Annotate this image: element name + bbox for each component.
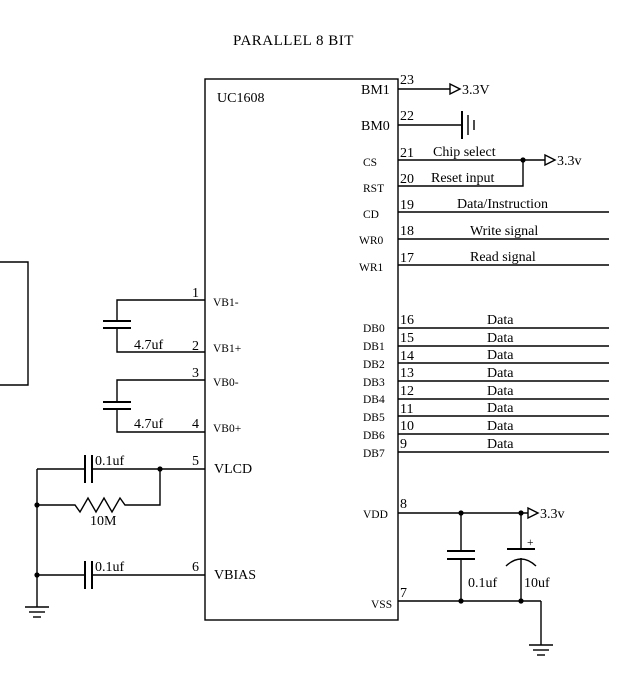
pin-number-11: 11 [400,402,413,417]
wire-rst [398,160,524,187]
pin-name-db5: DB5 [363,412,385,424]
pin-name-db4: DB4 [363,394,385,406]
pin-number-17: 17 [400,251,414,266]
pin-number-14: 14 [400,349,414,364]
signal-label-cd: Data/Instruction [457,197,548,212]
pin-number-8: 8 [400,497,407,512]
pin-name-db3: DB3 [363,377,385,389]
label-c-vdd: 0.1uf [468,576,498,591]
pin-number-23: 23 [400,73,414,88]
pin-name-vb1-plus: VB1+ [213,343,241,355]
pin-name-db7: DB7 [363,448,385,460]
label-c-elec-polarity: + [527,537,534,549]
pin-name-vb1-minus: VB1- [213,297,239,309]
signal-label-db0: Data [487,313,514,328]
pin-name-vlcd: VLCD [214,462,252,477]
pin-name-rst: RST [363,183,384,195]
pin-name-bm1: BM1 [361,83,390,98]
pin-name-vbias: VBIAS [214,568,256,583]
label-r-vlcd: 10M [90,514,117,529]
label-c-elec: 10uf [524,576,550,591]
capacitor-vb1 [103,299,205,353]
pin-number-18: 18 [400,224,414,239]
capacitor-vdd-0-1uf [447,513,475,601]
pin-number-3: 3 [192,366,199,381]
pin-name-vss: VSS [371,599,392,611]
label-c-vlcd: 0.1uf [95,454,125,469]
diagram-title: PARALLEL 8 BIT [233,33,354,49]
capacitor-vlcd [37,455,93,483]
capacitor-vbias [37,561,93,589]
signal-label-db2: Data [487,348,514,363]
ground-symbol-vss [529,601,553,656]
ground-symbol-bm0 [398,111,475,139]
supply-arrow-cs [544,153,557,167]
pin-name-wr1: WR1 [359,262,384,274]
supply-arrow-bm1 [449,82,462,96]
pin-name-db6: DB6 [363,430,385,442]
signal-label-db1: Data [487,331,514,346]
pin-number-13: 13 [400,366,414,381]
label-c-vb1: 4.7uf [134,338,164,353]
pin-number-21: 21 [400,146,414,161]
frame-line-left [0,261,29,386]
chip-name: UC1608 [217,91,264,106]
pin-number-12: 12 [400,384,414,399]
supply-label-vdd: 3.3v [540,507,565,522]
capacitor-vdd-10uf [505,513,537,601]
pin-number-10: 10 [400,419,414,434]
signal-label-db4: Data [487,384,514,399]
supply-label-cs: 3.3v [557,154,582,169]
pin-number-15: 15 [400,331,414,346]
pin-number-19: 19 [400,198,414,213]
signal-label-wr1: Read signal [470,250,536,265]
pin-name-wr0: WR0 [359,235,384,247]
pin-number-5: 5 [192,454,199,469]
label-c-vbias: 0.1uf [95,560,125,575]
pin-name-cs: CS [363,157,377,169]
pin-name-vb0-minus: VB0- [213,377,239,389]
signal-label-rst: Reset input [431,171,494,186]
pin-number-20: 20 [400,172,414,187]
pin-number-1: 1 [192,286,199,301]
pin-name-vdd: VDD [363,509,388,521]
label-c-vb0: 4.7uf [134,417,164,432]
supply-label-bm1: 3.3V [462,83,490,98]
pin-name-db1: DB1 [363,341,385,353]
pin-number-16: 16 [400,313,414,328]
signal-label-wr0: Write signal [470,224,538,239]
pin-number-2: 2 [192,339,199,354]
pin-number-9: 9 [400,437,407,452]
signal-label-db5: Data [487,401,514,416]
pin-number-22: 22 [400,109,414,124]
signal-label-db6: Data [487,419,514,434]
signal-label-db3: Data [487,366,514,381]
ground-symbol-left [25,469,49,618]
pin-number-7: 7 [400,586,407,601]
pin-name-db2: DB2 [363,359,385,371]
signal-label-cs: Chip select [433,145,496,160]
pin-name-cd: CD [363,209,379,221]
resistor-vlcd [37,469,161,514]
chip-body [204,78,399,621]
supply-arrow-vdd [527,506,540,520]
pin-name-db0: DB0 [363,323,385,335]
pin-name-bm0: BM0 [361,119,390,134]
pin-name-vb0-plus: VB0+ [213,423,241,435]
pin-number-4: 4 [192,417,199,432]
pin-number-6: 6 [192,560,199,575]
capacitor-vb0 [103,379,205,433]
signal-label-db7: Data [487,437,514,452]
